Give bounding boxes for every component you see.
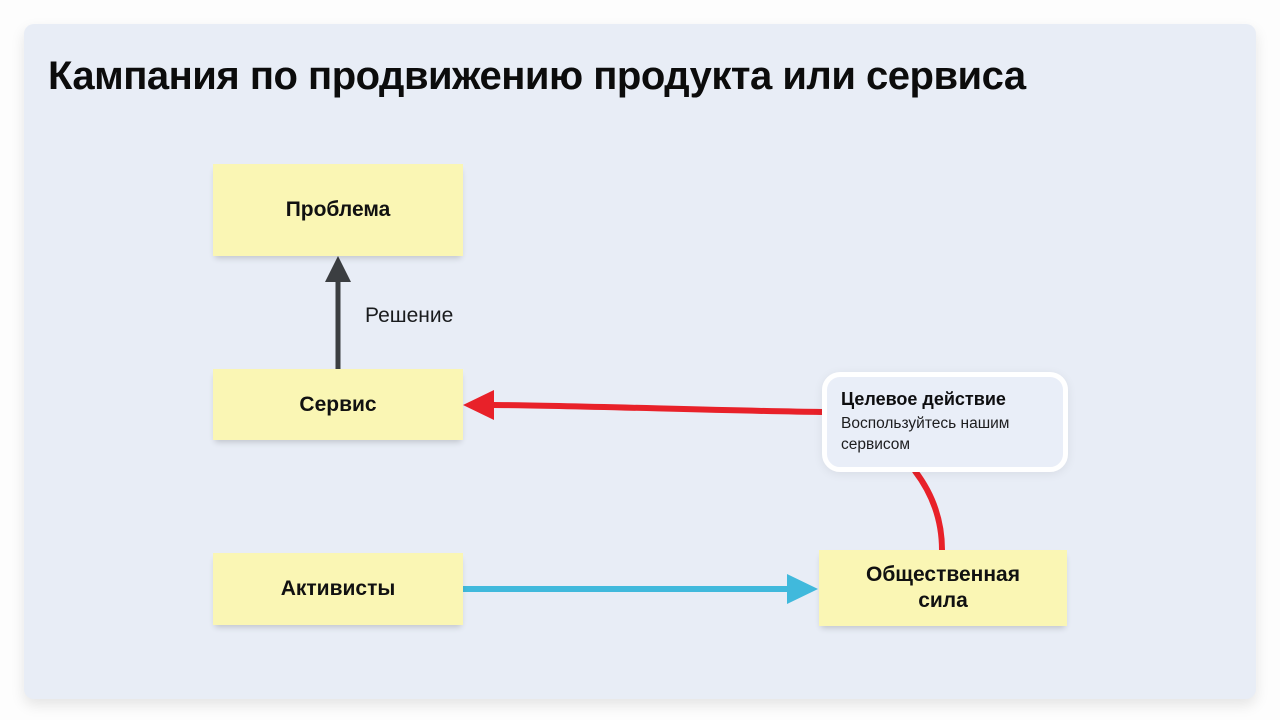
node-service[interactable]: Сервис: [213, 369, 463, 440]
page-title: Кампания по продвижению продукта или сер…: [48, 54, 1026, 98]
node-public-force-label: Общественная сила: [865, 563, 1020, 612]
node-service-label: Сервис: [299, 392, 377, 416]
node-problem[interactable]: Проблема: [213, 164, 463, 256]
board-background: [24, 24, 1256, 699]
node-public-force[interactable]: Общественная сила: [819, 550, 1067, 626]
target-action-description: Воспользуйтесь нашим сервисом: [841, 415, 1010, 453]
solution-edge-label: Решение: [365, 304, 454, 327]
node-target-action[interactable]: Целевое действие Воспользуйтесь нашим се…: [822, 372, 1068, 472]
node-activists[interactable]: Активисты: [213, 553, 463, 625]
node-problem-label: Проблема: [285, 198, 391, 221]
target-action-title: Целевое действие: [841, 389, 1006, 409]
node-activists-label: Активисты: [280, 577, 396, 600]
